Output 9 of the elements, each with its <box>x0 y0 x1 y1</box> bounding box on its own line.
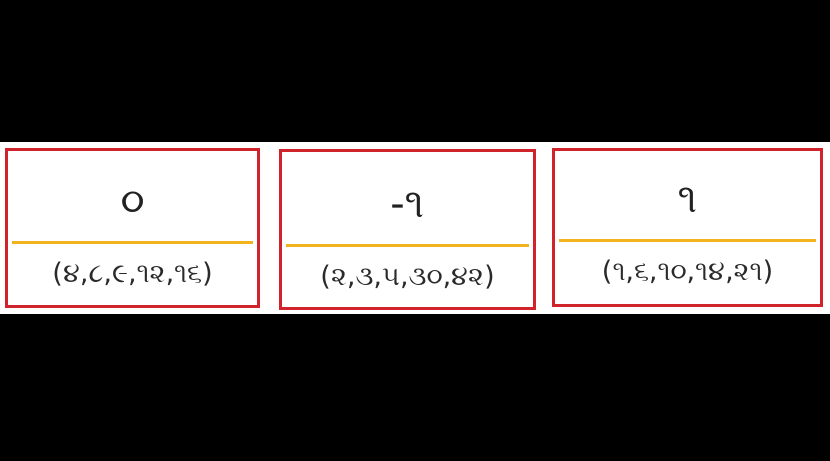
number-list: (૧,૬,૧૦,૧૪,૨૧) <box>602 255 774 289</box>
number-list: (૨,૩,૫,૩૦,૪૨) <box>320 260 495 294</box>
value-box <box>552 148 823 307</box>
value-box <box>5 148 260 308</box>
value-heading: ૧ <box>678 175 698 223</box>
value-heading: ૦ <box>120 177 144 225</box>
value-box <box>279 149 536 310</box>
number-list: (૪,૮,૯,૧૨,૧૬) <box>52 257 213 291</box>
value-heading: -૧ <box>390 180 425 228</box>
